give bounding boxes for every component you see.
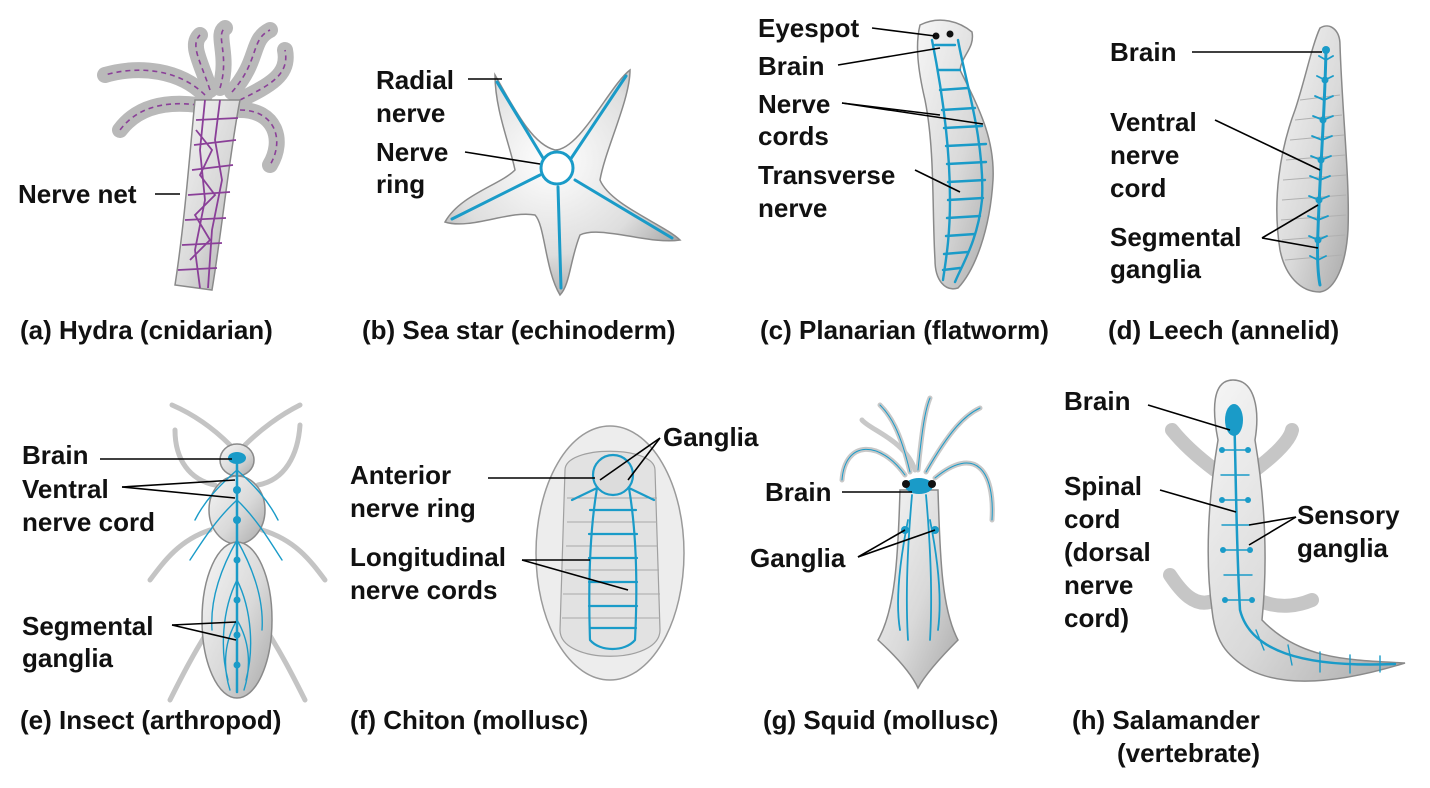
- label-chiton-ganglia: Ganglia: [663, 422, 759, 452]
- label-anterior-ring-line2: nerve ring: [350, 493, 476, 523]
- leader-squid-ganglia-a: [857, 529, 906, 558]
- leader-insect-ventral-a: [121, 479, 236, 488]
- leader-chiton-ganglia-a: [599, 437, 661, 481]
- leader-nerve-cords-b: [841, 102, 984, 125]
- label-nerve-ring-line1: Nerve: [376, 137, 448, 167]
- caption-squid: (g) Squid (mollusc): [763, 705, 998, 735]
- label-salamander-brain: Brain: [1064, 386, 1130, 416]
- leader-brain: [837, 47, 941, 66]
- leader-leech-ganglia-b: [1261, 237, 1319, 249]
- label-insect-ganglia-line1: Segmental: [22, 611, 154, 641]
- label-spinal-cord-line3: (dorsal: [1064, 537, 1151, 567]
- planarian-illustration: [916, 19, 994, 290]
- caption-planarian: (c) Planarian (flatworm): [760, 315, 1049, 345]
- leader-transverse-nerve: [914, 169, 961, 193]
- leader-leech-ganglia-a: [1261, 204, 1319, 239]
- label-insect-ganglia-line2: ganglia: [22, 643, 114, 673]
- label-insect-ventral-line1: Ventral: [22, 474, 109, 504]
- panel-insect: Brain Ventral nerve cord Segmental gangl…: [20, 402, 328, 735]
- label-spinal-cord-line2: cord: [1064, 504, 1120, 534]
- label-nerve-net: Nerve net: [18, 179, 137, 209]
- caption-salamander-line2: (vertebrate): [1117, 738, 1260, 768]
- insect-illustration: [147, 402, 328, 703]
- caption-leech: (d) Leech (annelid): [1108, 315, 1339, 345]
- label-leech-ventral-line1: Ventral: [1110, 107, 1197, 137]
- panel-chiton: Ganglia Anterior nerve ring Longitudinal…: [350, 422, 759, 735]
- leader-leech-ventral-cord: [1214, 119, 1321, 171]
- leader-longitudinal-b: [521, 559, 629, 591]
- panel-squid: Brain Ganglia (g) Squid (mollusc): [750, 395, 998, 735]
- label-insect-brain: Brain: [22, 440, 88, 470]
- panel-planarian: Eyespot Brain Nerve cords Transverse ner…: [758, 13, 1049, 345]
- label-eyespot: Eyespot: [758, 13, 859, 43]
- panel-leech: Brain Ventral nerve cord Segmental gangl…: [1108, 25, 1350, 345]
- panel-salamander: Brain Spinal cord (dorsal nerve cord) Se…: [1064, 379, 1406, 768]
- label-nerve-cords-line1: Nerve: [758, 89, 830, 119]
- label-spinal-cord-line4: nerve: [1064, 570, 1133, 600]
- squid-illustration: [839, 395, 995, 690]
- hydra-illustration: [97, 20, 294, 291]
- leader-nerve-ring: [464, 151, 541, 165]
- salamander-illustration: [1163, 379, 1406, 682]
- panel-hydra: Nerve net (a) Hydra (cnidarian): [18, 20, 294, 345]
- label-leech-ventral-line2: nerve: [1110, 140, 1179, 170]
- panel-sea-star: Radial nerve Nerve ring (b) Sea star (ec…: [362, 65, 682, 345]
- label-longitudinal-line2: nerve cords: [350, 575, 497, 605]
- label-leech-ganglia-line1: Segmental: [1110, 222, 1242, 252]
- label-leech-ganglia-line2: ganglia: [1110, 254, 1202, 284]
- label-spinal-cord-line1: Spinal: [1064, 471, 1142, 501]
- label-radial-nerve-line2: nerve: [376, 98, 445, 128]
- leader-insect-ganglia-b: [171, 624, 237, 641]
- leader-sensory-ganglia-a: [1248, 516, 1297, 526]
- label-transverse-nerve-line1: Transverse: [758, 160, 895, 190]
- label-squid-brain: Brain: [765, 477, 831, 507]
- leader-salamander-brain: [1147, 404, 1231, 431]
- chiton-illustration: [535, 425, 685, 681]
- label-squid-ganglia: Ganglia: [750, 543, 846, 573]
- caption-sea-star: (b) Sea star (echinoderm): [362, 315, 676, 345]
- label-brain: Brain: [758, 51, 824, 81]
- label-insect-ventral-line2: nerve cord: [22, 507, 155, 537]
- leader-insect-ventral-b: [121, 486, 236, 499]
- label-longitudinal-line1: Longitudinal: [350, 542, 506, 572]
- sea-star-illustration: [443, 68, 682, 297]
- label-leech-ventral-line3: cord: [1110, 173, 1166, 203]
- caption-insect: (e) Insect (arthropod): [20, 705, 281, 735]
- label-spinal-cord-line5: cord): [1064, 603, 1129, 633]
- label-leech-brain: Brain: [1110, 37, 1176, 67]
- label-nerve-ring-line2: ring: [376, 169, 425, 199]
- label-nerve-cords-line2: cords: [758, 121, 829, 151]
- leader-squid-ganglia-b: [857, 529, 936, 558]
- leader-eyespot: [871, 27, 936, 37]
- label-sensory-ganglia-line1: Sensory: [1297, 500, 1400, 530]
- leader-insect-ganglia-a: [171, 621, 237, 626]
- caption-chiton: (f) Chiton (mollusc): [350, 705, 588, 735]
- label-anterior-ring-line1: Anterior: [350, 460, 451, 490]
- caption-hydra: (a) Hydra (cnidarian): [20, 315, 273, 345]
- leader-chiton-ganglia-b: [627, 437, 661, 481]
- label-transverse-nerve-line2: nerve: [758, 193, 827, 223]
- label-radial-nerve-line1: Radial: [376, 65, 454, 95]
- leader-spinal-cord: [1159, 489, 1237, 513]
- label-sensory-ganglia-line2: ganglia: [1297, 533, 1389, 563]
- caption-salamander-line1: (h) Salamander: [1072, 705, 1260, 735]
- leader-sensory-ganglia-b: [1248, 516, 1297, 546]
- leech-illustration: [1276, 25, 1350, 293]
